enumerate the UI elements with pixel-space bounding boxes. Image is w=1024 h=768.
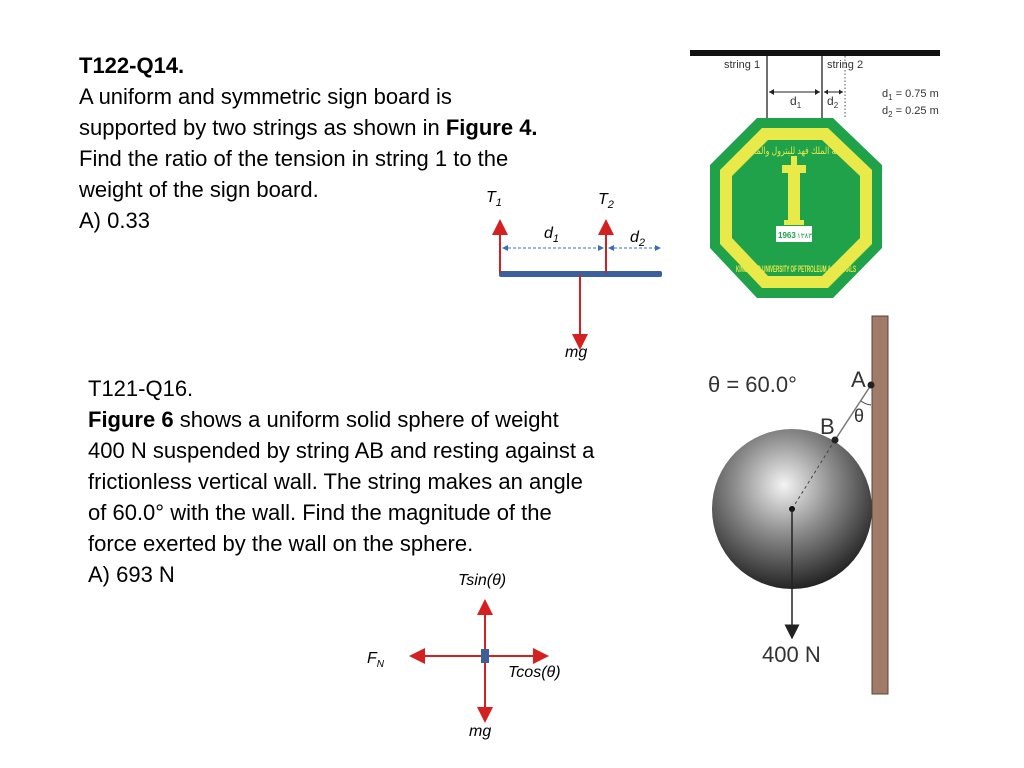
logo-year: 1963 bbox=[778, 231, 796, 240]
figure-6-ref: Figure 6 bbox=[88, 407, 174, 432]
question-2-answer: A) 693 N bbox=[88, 562, 175, 587]
question-2-line-2: 400 N suspended by string AB and resting… bbox=[88, 438, 595, 463]
string-ab bbox=[834, 384, 872, 441]
question-1-code: T122-Q14. bbox=[79, 53, 185, 78]
theta-value-label: θ = 60.0° bbox=[708, 372, 797, 397]
figure-6: θ = 60.0° A B θ 400 N bbox=[708, 315, 889, 695]
question-2: T121-Q16. Figure 6 shows a uniform solid… bbox=[88, 373, 633, 590]
question-1-line-4: weight of the sign board. bbox=[79, 177, 319, 202]
question-2-line-5: force exerted by the wall on the sphere. bbox=[88, 531, 474, 556]
logo-english-text: KING FAHD UNIVERSITY OF PETROLEUM & MINE… bbox=[736, 264, 856, 274]
logo-arabic-year: ١٣٨٣ bbox=[797, 233, 812, 240]
free-body-diagram-2: Tsin(θ) Tcos(θ) FN mg bbox=[367, 572, 561, 740]
d1-value: d1 = 0.75 m bbox=[882, 88, 939, 102]
d2-value: d2 = 0.25 m bbox=[882, 105, 939, 119]
mg2-label: mg bbox=[469, 723, 491, 740]
figure-4: string 1 string 2 d1 d2 d1 = 0.75 m d2 =… bbox=[690, 50, 940, 298]
mg-label: mg bbox=[565, 344, 587, 361]
sphere-point bbox=[481, 649, 489, 663]
sign-board-beam bbox=[499, 271, 662, 277]
point-a bbox=[867, 381, 875, 389]
free-body-diagram-1: T1 T2 d1 d2 mg bbox=[486, 189, 662, 361]
theta-label: θ bbox=[854, 406, 864, 426]
string-1-label: string 1 bbox=[724, 59, 760, 71]
wall bbox=[871, 315, 889, 695]
d1-label: d1 bbox=[544, 225, 559, 245]
tsin-label: Tsin(θ) bbox=[458, 572, 506, 589]
logo-arabic-text: جامعة الملك فهد للبترول والمعادن bbox=[741, 146, 851, 157]
question-2-line-3: frictionless vertical wall. The string m… bbox=[88, 469, 583, 494]
figure-4-ref: Figure 4. bbox=[445, 115, 538, 140]
t1-label: T1 bbox=[486, 189, 502, 209]
point-b bbox=[831, 436, 839, 444]
question-1-line-3: Find the ratio of the tension in string … bbox=[79, 146, 509, 171]
string-2-label: string 2 bbox=[827, 59, 863, 71]
fig4-d1-label: d1 bbox=[790, 94, 802, 110]
question-2-line-1: Figure 6 shows a uniform solid sphere of… bbox=[88, 407, 559, 432]
tcos-label: Tcos(θ) bbox=[508, 664, 561, 681]
t2-label: T2 bbox=[598, 191, 614, 211]
fn-label: FN bbox=[367, 650, 385, 670]
question-2-code: T121-Q16. bbox=[88, 376, 194, 401]
question-1: T122-Q14. A uniform and symmetric sign b… bbox=[79, 50, 599, 236]
radius-dashed bbox=[791, 439, 836, 510]
fig4-d2-label: d2 bbox=[827, 94, 839, 110]
question-1-answer: A) 0.33 bbox=[79, 208, 150, 233]
ceiling-bar bbox=[690, 50, 940, 56]
question-1-line-1: A uniform and symmetric sign board is bbox=[79, 84, 452, 109]
question-1-line-2: supported by two strings as shown in Fig… bbox=[79, 115, 538, 140]
question-2-line-4: of 60.0° with the wall. Find the magnitu… bbox=[88, 500, 552, 525]
kfupm-logo: 1963 ١٣٨٣ KING FAHD UNIVERSITY OF PETROL… bbox=[710, 118, 882, 298]
point-a-label: A bbox=[851, 367, 866, 392]
d2-label: d2 bbox=[630, 229, 645, 249]
weight-label: 400 N bbox=[762, 642, 821, 667]
point-b-label: B bbox=[820, 414, 835, 439]
